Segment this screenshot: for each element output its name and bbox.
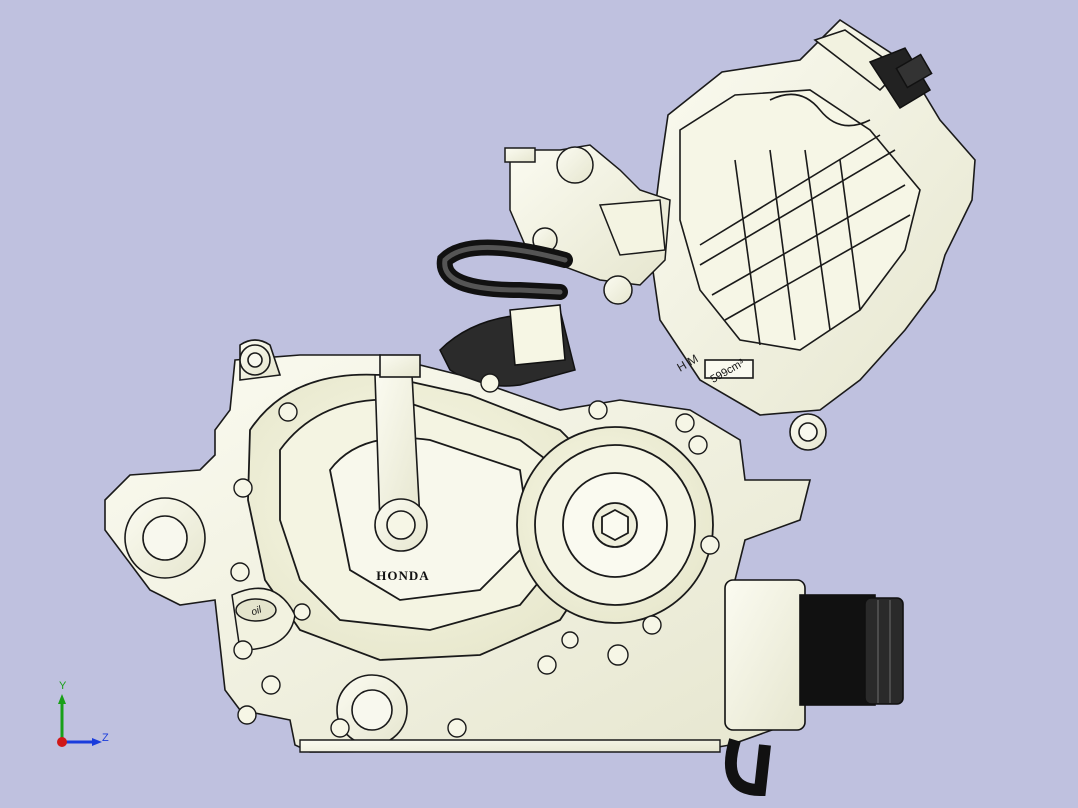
drain-hose[interactable] <box>725 738 771 797</box>
brand-label: HONDA <box>376 568 429 583</box>
z-axis-label: Z <box>102 732 109 744</box>
triad-graphic <box>57 694 102 747</box>
oil-filler[interactable] <box>374 354 428 552</box>
oil-pan <box>299 739 721 753</box>
displacement-badge <box>704 359 754 379</box>
alternator-cover[interactable] <box>516 426 714 624</box>
cylinder-head[interactable] <box>649 18 976 416</box>
crank-bolt[interactable] <box>601 508 629 542</box>
coolant-hose[interactable] <box>439 304 576 387</box>
engine-mount[interactable] <box>124 344 827 746</box>
sensor-connector[interactable] <box>868 47 933 110</box>
intake-assembly[interactable] <box>504 144 671 305</box>
y-axis-label: Y <box>59 680 67 692</box>
oil-label: oil <box>250 604 264 618</box>
cover-bolts <box>230 373 720 738</box>
axis-triad: Y Z <box>48 680 118 754</box>
x-axis-dot <box>57 737 67 747</box>
oil-filter[interactable] <box>724 579 904 731</box>
